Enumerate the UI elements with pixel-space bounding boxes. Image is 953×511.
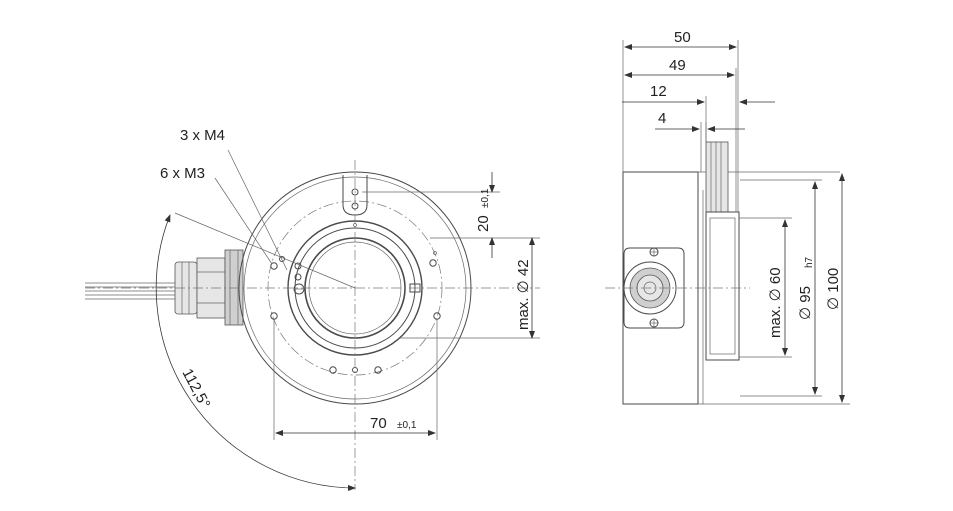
dim-95-tol: h7 bbox=[804, 256, 815, 268]
dim-42-text: max. ∅ 42 bbox=[515, 259, 532, 330]
label-m3: 6 x M3 bbox=[160, 165, 205, 182]
dim-50-text: 50 bbox=[674, 29, 691, 46]
dim-95: ∅ 95 h7 bbox=[740, 179, 822, 397]
dim-49: 49 bbox=[624, 57, 737, 212]
angle-dimension-arc bbox=[155, 214, 356, 491]
cable-gland bbox=[174, 249, 244, 326]
dim-100: ∅ 100 bbox=[738, 173, 850, 405]
dim-60-text: max. ∅ 60 bbox=[767, 267, 784, 338]
dim-20: 20 ±0,1 bbox=[362, 172, 540, 258]
cable bbox=[85, 282, 175, 300]
dim-70-value: 70 bbox=[370, 415, 387, 432]
dim-100-text: ∅ 100 bbox=[825, 268, 842, 310]
dim-60: max. ∅ 60 bbox=[739, 217, 792, 358]
dim-20-tol: ±0,1 bbox=[480, 188, 491, 208]
leader-m3 bbox=[214, 177, 273, 265]
dim-49-text: 49 bbox=[669, 57, 686, 74]
dim-70-tol: ±0,1 bbox=[397, 420, 417, 431]
dim-4-text: 4 bbox=[658, 110, 666, 127]
label-m4: 3 x M4 bbox=[180, 127, 225, 144]
dim-50: 50 bbox=[622, 29, 739, 212]
dim-95-text: ∅ 95 bbox=[797, 286, 814, 320]
dim-12: 12 bbox=[622, 83, 775, 142]
dim-20-value: 20 bbox=[475, 215, 492, 232]
dim-70: 70 ±0,1 bbox=[273, 320, 438, 440]
side-view: 50 49 12 4 max. ∅ 60 bbox=[605, 29, 850, 405]
side-shaft-clamp bbox=[705, 141, 729, 213]
dim-12-text: 12 bbox=[650, 83, 667, 100]
dim-42: max. ∅ 42 bbox=[400, 237, 540, 339]
front-view: 3 x M4 6 x M3 112,5° 20 ±0,1 max. ∅ 42 7… bbox=[85, 127, 540, 491]
side-flange bbox=[705, 211, 740, 361]
dim-4: 4 bbox=[655, 110, 745, 172]
